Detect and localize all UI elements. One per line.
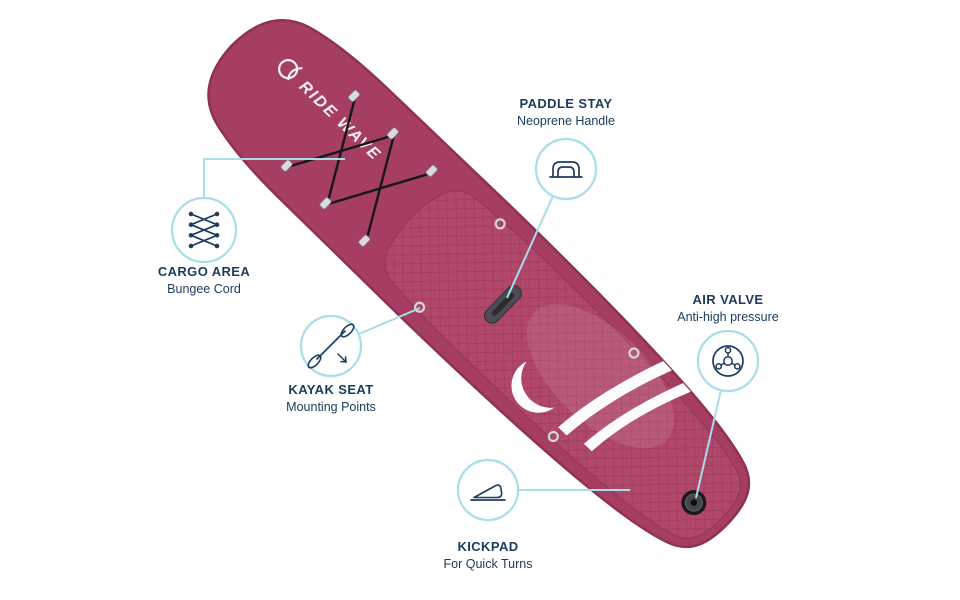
callout-badge-kickpad	[456, 458, 520, 522]
callout-line-air-valve	[695, 389, 722, 499]
air-valve	[681, 490, 707, 516]
bungee-ring	[358, 234, 371, 247]
handle-icon	[549, 161, 583, 178]
callout-title: KICKPAD	[457, 539, 519, 554]
callout-label-air-valve: AIR VALVE Anti-high pressure	[618, 291, 838, 326]
carry-handle	[483, 285, 522, 324]
kickpad-icon	[470, 484, 506, 501]
callout-subtitle: Anti-high pressure	[677, 310, 779, 324]
callout-label-kickpad: KICKPAD For Quick Turns	[378, 538, 598, 573]
callout-label-kayak-seat: KAYAK SEAT Mounting Points	[221, 381, 441, 416]
cargo-bungee-area	[280, 89, 438, 247]
deck-pad-texture	[385, 190, 741, 539]
mounting-ring	[628, 347, 640, 359]
callout-badge-paddle-stay	[534, 137, 598, 201]
deck-graphic-stripe	[583, 381, 697, 452]
bungee-cord-icon	[188, 211, 220, 249]
callout-title: CARGO AREA	[157, 264, 251, 279]
callout-line-cargo	[203, 158, 345, 197]
brand-logo-icon	[278, 59, 303, 81]
callout-label-paddle-stay: PADDLE STAY Neoprene Handle	[456, 95, 676, 130]
bungee-ring	[319, 197, 332, 210]
callout-title: PADDLE STAY	[519, 96, 613, 111]
callout-circle	[696, 329, 760, 393]
bungee-ring	[348, 89, 360, 102]
air-valve-icon	[712, 345, 744, 377]
callout-title: AIR VALVE	[692, 292, 764, 307]
callout-label-cargo: CARGO AREA Bungee Cord	[94, 263, 314, 298]
deck-graphic-stripe	[558, 359, 676, 436]
callout-line-kayak-seat	[358, 307, 421, 335]
callout-subtitle: Mounting Points	[286, 400, 376, 414]
bungee-ring	[386, 127, 399, 140]
mounting-ring	[494, 218, 506, 230]
callout-circle	[534, 137, 598, 201]
paddleboard: RIDE WAVE	[207, 19, 751, 549]
bungee-ring	[425, 164, 438, 177]
bungee-ring	[280, 159, 293, 172]
kayak-paddle-icon	[307, 323, 355, 369]
callout-line-paddle-stay	[506, 195, 554, 299]
callout-badge-kayak-seat	[299, 314, 363, 378]
deck-graphic-swoosh	[511, 361, 555, 413]
callout-badge-air-valve	[696, 329, 760, 393]
callout-subtitle: Neoprene Handle	[517, 114, 615, 128]
deck-graphics	[384, 190, 742, 540]
callout-title: KAYAK SEAT	[288, 382, 374, 397]
mounting-ring	[547, 430, 559, 443]
callout-badge-cargo	[170, 196, 238, 264]
callout-subtitle: Bungee Cord	[167, 282, 241, 296]
callout-subtitle: For Quick Turns	[443, 557, 533, 571]
